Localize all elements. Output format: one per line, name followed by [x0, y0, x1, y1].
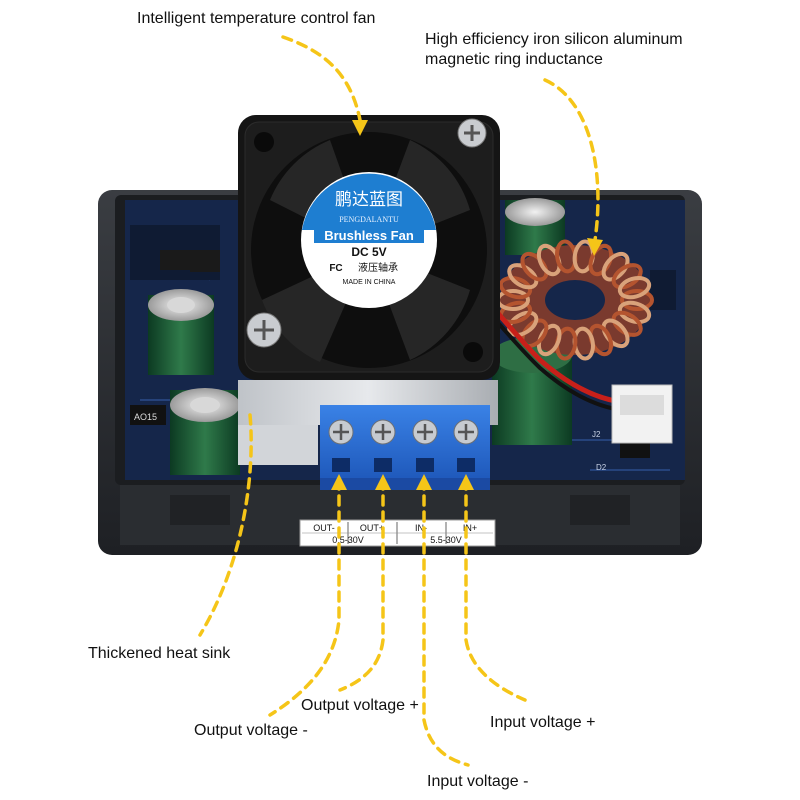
coil-wrap [507, 310, 539, 337]
callout-line-fan [281, 35, 362, 122]
fan-model: Brushless Fan [324, 228, 414, 243]
fan-label: 鹏达蓝图 PENGDALANTU Brushless Fan DC 5V FC … [301, 172, 437, 308]
fan-connector [611, 384, 673, 444]
callout-line-input-minus [422, 478, 470, 767]
fan-rating: DC 5V [351, 245, 386, 259]
cooling-fan: 鹏达蓝图 PENGDALANTU Brushless Fan DC 5V FC … [238, 115, 500, 380]
label-in-range: 5.5-30V [430, 535, 462, 545]
coil-wrap [620, 289, 654, 311]
toroid-inductor [496, 239, 654, 361]
callout-lines [198, 35, 603, 767]
fan-origin: MADE IN CHINA [343, 279, 396, 286]
silk-d2: D2 [596, 463, 607, 472]
callout-line-output-minus [268, 478, 341, 717]
fan-brand-cn: 鹏达蓝图 [335, 190, 403, 210]
terminal-label: OUT- OUT+ IN- IN+ 0.5-30V 5.5-30V [299, 519, 496, 547]
callout-inductor-line1: High efficiency iron silicon aluminum [425, 31, 683, 48]
silk-j2: J2 [592, 430, 601, 439]
callout-fan: Intelligent temperature control fan [137, 10, 376, 27]
screw-bottom-left [246, 312, 282, 348]
coil-wrap [611, 310, 643, 337]
coil-wrap [507, 263, 539, 290]
callout-heatsink: Thickened heat sink [88, 645, 231, 662]
callout-line-input-plus [464, 478, 527, 702]
callout-input-minus: Input voltage - [427, 773, 529, 790]
capacitor-left-bottom [170, 388, 240, 475]
chip-marking: AO15 [134, 412, 157, 422]
callout-line-output-plus [338, 478, 385, 692]
coil-wrap [617, 275, 652, 300]
label-out-range: 0.5-30V [332, 535, 364, 545]
fan-brand-en: PENGDALANTU [339, 215, 399, 224]
label-out-plus: OUT+ [360, 523, 384, 533]
capacitor-right-top [505, 198, 565, 255]
terminal-screw [370, 419, 396, 472]
terminal-screw [412, 419, 438, 472]
callout-output-minus: Output voltage - [194, 722, 308, 739]
label-in-plus: IN+ [463, 523, 477, 533]
coil-wrap [498, 275, 533, 300]
coil-wrap [601, 251, 630, 282]
coil-wrap [617, 300, 652, 325]
fan-cert: FC [329, 263, 342, 274]
callout-inductor-line2: magnetic ring inductance [425, 51, 603, 68]
callout-input-plus: Input voltage + [490, 714, 596, 731]
label-in-minus: IN- [415, 523, 427, 533]
callout-line-heatsink [198, 413, 253, 637]
screw-top-right [457, 118, 487, 148]
terminal-block [320, 405, 490, 490]
label-out-minus: OUT- [313, 523, 335, 533]
callout-line-inductor [543, 78, 600, 242]
capacitor-left-top [148, 289, 214, 375]
fan-bearing: 液压轴承 [358, 261, 398, 274]
terminal-screw [328, 419, 354, 472]
terminal-screw [453, 419, 479, 472]
coil-wrap [611, 263, 643, 290]
callout-output-plus: Output voltage + [301, 697, 419, 714]
